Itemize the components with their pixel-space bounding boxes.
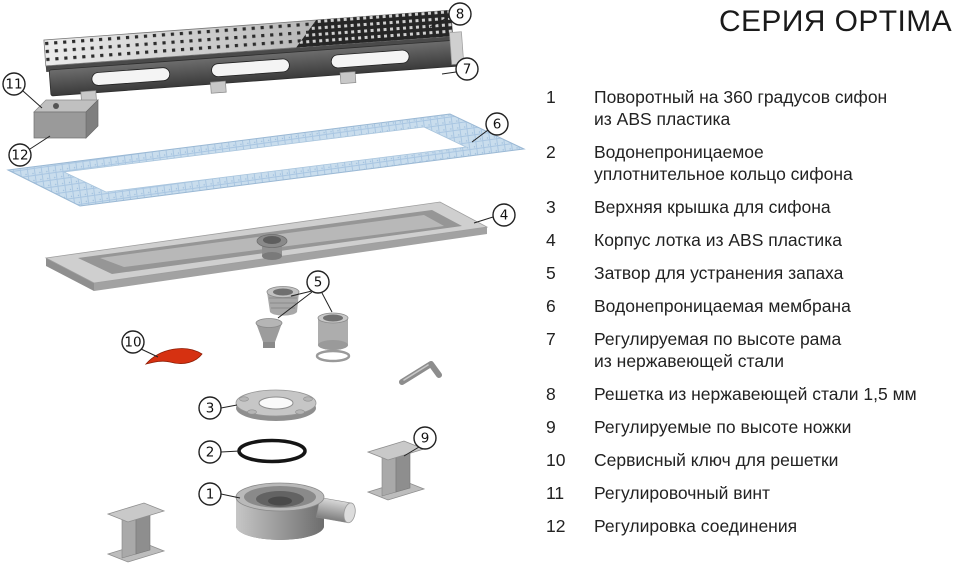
- service-key-part: [144, 348, 203, 365]
- exploded-diagram: 8 7 11 12 6 4 5 10: [2, 2, 526, 563]
- parts-list-item: 3 Верхняя крышка для сифона: [546, 196, 954, 218]
- part-label: Регулировка соединения: [594, 516, 798, 536]
- callout-5-number: 5: [314, 275, 323, 291]
- part-number: 2: [546, 142, 556, 162]
- part-number: 6: [546, 296, 556, 316]
- part-label: Затвор для устранения запаха: [594, 263, 844, 283]
- parts-list-item: 12 Регулировка соединения: [546, 515, 954, 537]
- part-label: Поворотный на 360 градусов сифон из ABS …: [594, 87, 888, 129]
- part-number: 12: [546, 516, 566, 536]
- parts-list: 1 Поворотный на 360 градусов сифон из AB…: [546, 86, 954, 548]
- parts-list-item: 8 Решетка из нержавеющей стали 1,5 мм: [546, 383, 954, 405]
- part-number: 8: [546, 384, 556, 404]
- callout-4-number: 4: [500, 208, 509, 224]
- callout-7: 7: [441, 57, 479, 81]
- part-number: 3: [546, 197, 556, 217]
- parts-list-item: 11 Регулировочный винт: [546, 482, 954, 504]
- gasket-ring: [315, 349, 351, 363]
- cover-ring-part: [235, 389, 317, 421]
- part-label: Сервисный ключ для решетки: [594, 450, 839, 470]
- parts-list-item: 4 Корпус лотка из ABS пластика: [546, 229, 954, 251]
- part-label: Регулируемая по высоте рама из нержавеющ…: [594, 329, 842, 371]
- callout-3: 3: [198, 396, 238, 420]
- callout-2: 2: [198, 440, 241, 464]
- part-number: 4: [546, 230, 556, 250]
- foot-left: [107, 502, 165, 563]
- part-label: Регулируемые по высоте ножки: [594, 417, 852, 437]
- callout-11-number: 11: [5, 77, 22, 93]
- callout-9-number: 9: [421, 431, 430, 447]
- part-number: 9: [546, 417, 556, 437]
- part-label: Корпус лотка из ABS пластика: [594, 230, 842, 250]
- membrane-part: [6, 113, 526, 207]
- part-label: Решетка из нержавеющей стали 1,5 мм: [594, 384, 917, 404]
- callout-8: 8: [429, 2, 472, 28]
- frame-part: [48, 31, 465, 104]
- parts-list-item: 10 Сервисный ключ для решетки: [546, 449, 954, 471]
- callout-12: 12: [8, 135, 51, 167]
- foot-right: [367, 440, 425, 501]
- part-number: 1: [546, 87, 556, 107]
- parts-list-item: 5 Затвор для устранения запаха: [546, 262, 954, 284]
- siphon-body-part: [235, 482, 356, 540]
- parts-list-item: 1 Поворотный на 360 градусов сифон из AB…: [546, 86, 954, 130]
- callout-3-number: 3: [206, 401, 215, 417]
- callout-9: 9: [403, 426, 437, 457]
- part-label: Верхняя крышка для сифона: [594, 197, 831, 217]
- callout-12-number: 12: [11, 148, 28, 164]
- adjustment-screw: [53, 103, 59, 109]
- connection-box-part: [33, 99, 99, 139]
- callout-6: 6: [471, 112, 509, 143]
- parts-list-item: 6 Водонепроницаемая мембрана: [546, 295, 954, 317]
- tray-part: [44, 201, 489, 291]
- callout-10: 10: [121, 330, 159, 358]
- callout-1-number: 1: [206, 487, 215, 503]
- part-number: 11: [546, 483, 565, 503]
- callout-11: 11: [2, 72, 43, 109]
- callout-7-number: 7: [463, 62, 472, 78]
- part-number: 7: [546, 329, 556, 349]
- callout-6-number: 6: [493, 117, 502, 133]
- callout-2-number: 2: [206, 445, 215, 461]
- callout-5: 5: [277, 270, 333, 319]
- callout-10-number: 10: [124, 335, 141, 351]
- parts-list-item: 9 Регулируемые по высоте ножки: [546, 416, 954, 438]
- part-label: Водонепроницаемая мембрана: [594, 296, 851, 316]
- o-ring-part: [237, 438, 307, 464]
- callout-8-number: 8: [456, 7, 465, 23]
- parts-list-item: 2 Водонепроницаемое уплотнительное кольц…: [546, 141, 954, 185]
- part-label: Водонепроницаемое уплотнительное кольцо …: [594, 142, 853, 184]
- series-title: СЕРИЯ OPTIMA: [718, 5, 952, 38]
- part-label: Регулировочный винт: [594, 483, 771, 503]
- parts-list-item: 7 Регулируемая по высоте рама из нержаве…: [546, 328, 954, 372]
- part-number: 5: [546, 263, 556, 283]
- part-number: 10: [546, 450, 566, 470]
- callout-4: 4: [473, 203, 516, 227]
- odour-trap-parts: [255, 286, 351, 363]
- hex-key: [399, 361, 442, 385]
- callout-1: 1: [198, 482, 241, 506]
